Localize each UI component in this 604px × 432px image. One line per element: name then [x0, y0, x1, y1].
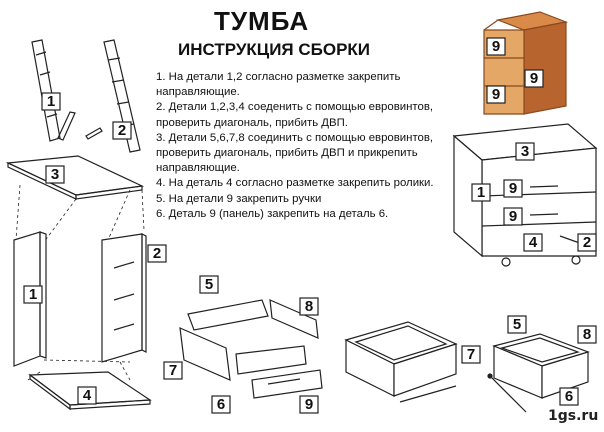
side-panel-2-large	[101, 233, 147, 363]
step-1: 1. На детали 1,2 согласно разметке закре…	[156, 71, 401, 99]
svg-text:9: 9	[530, 70, 538, 87]
assembled-cabinet	[452, 123, 598, 267]
label-box-1-top: 1	[41, 92, 61, 111]
cabinet-label-2: 2	[577, 233, 597, 252]
svg-text:9: 9	[305, 396, 313, 413]
drawer-assembled-label-7: 7	[461, 345, 481, 364]
label-box-3-left: 3	[45, 165, 65, 184]
label-box-1-large: 1	[23, 285, 43, 304]
svg-text:1: 1	[29, 286, 37, 303]
label-1: 1	[47, 93, 55, 110]
drawer-exploded-label-7: 7	[163, 361, 183, 380]
svg-text:4: 4	[83, 387, 92, 404]
svg-text:2: 2	[153, 245, 161, 262]
svg-text:1: 1	[477, 184, 485, 201]
svg-text:7: 7	[467, 346, 475, 363]
drawer-assembled	[487, 333, 590, 413]
svg-text:9: 9	[509, 208, 517, 225]
cabinet-label-9-top: 9	[503, 179, 523, 198]
watermark: 1gs.ru	[548, 408, 599, 424]
drawer-exploded-label-8: 8	[299, 297, 319, 316]
svg-text:9: 9	[509, 180, 517, 197]
svg-text:7: 7	[169, 362, 177, 379]
svg-text:2: 2	[583, 234, 591, 251]
label-2: 2	[118, 122, 126, 139]
drawer-assembled-label-6: 6	[559, 387, 579, 406]
label-box-4-left: 4	[77, 386, 97, 405]
drawer-exploded	[179, 299, 323, 399]
step-5: 5. На детали 9 закрепить ручки	[156, 192, 322, 205]
drawer-box	[344, 321, 458, 403]
cabinet-photo	[483, 11, 569, 115]
instruction-steps: 1. На детали 1,2 согласно разметке закре…	[156, 70, 456, 222]
svg-text:3: 3	[521, 143, 529, 160]
label-3: 3	[51, 166, 59, 183]
svg-text:9: 9	[492, 38, 500, 55]
label-box-2-top: 2	[112, 121, 132, 140]
svg-text:6: 6	[565, 388, 573, 405]
page-title: ТУМБА	[214, 6, 310, 36]
cabinet-label-3: 3	[515, 142, 535, 161]
cabinet-label-4: 4	[523, 233, 543, 252]
svg-text:6: 6	[217, 396, 225, 413]
step-6: 6. Деталь 9 (панель) закрепить на деталь…	[156, 207, 389, 220]
step-3: 3. Детали 5,6,7,8 соединить с помощью ев…	[156, 131, 434, 175]
svg-text:4: 4	[529, 234, 538, 251]
svg-text:8: 8	[583, 326, 591, 343]
photo-label-9-middle: 9	[524, 69, 544, 88]
drawer-exploded-label-5: 5	[199, 275, 219, 294]
drawer-assembled-label-5: 5	[507, 315, 527, 334]
label-box-2-large: 2	[147, 244, 167, 263]
photo-label-9-top: 9	[486, 37, 506, 56]
top-panel-3	[5, 155, 145, 200]
step-2: 2. Детали 1,2,3,4 соеденить с помощью ев…	[156, 101, 434, 129]
cabinet-label-9-bottom: 9	[503, 207, 523, 226]
svg-text:8: 8	[305, 298, 313, 315]
drawer-exploded-label-6: 6	[211, 395, 231, 414]
drawer-exploded-label-9: 9	[299, 395, 319, 414]
cabinet-label-1: 1	[471, 183, 491, 202]
page-subtitle: ИНСТРУКЦИЯ СБОРКИ	[178, 40, 371, 59]
svg-text:9: 9	[492, 86, 500, 103]
photo-label-9-bottom: 9	[486, 85, 506, 104]
side-panel-1-top	[31, 39, 76, 142]
svg-text:5: 5	[205, 276, 213, 293]
drawer-assembled-label-8: 8	[577, 325, 597, 344]
svg-text:5: 5	[513, 316, 521, 333]
step-4: 4. На деталь 4 согласно разметке закрепи…	[156, 177, 434, 190]
